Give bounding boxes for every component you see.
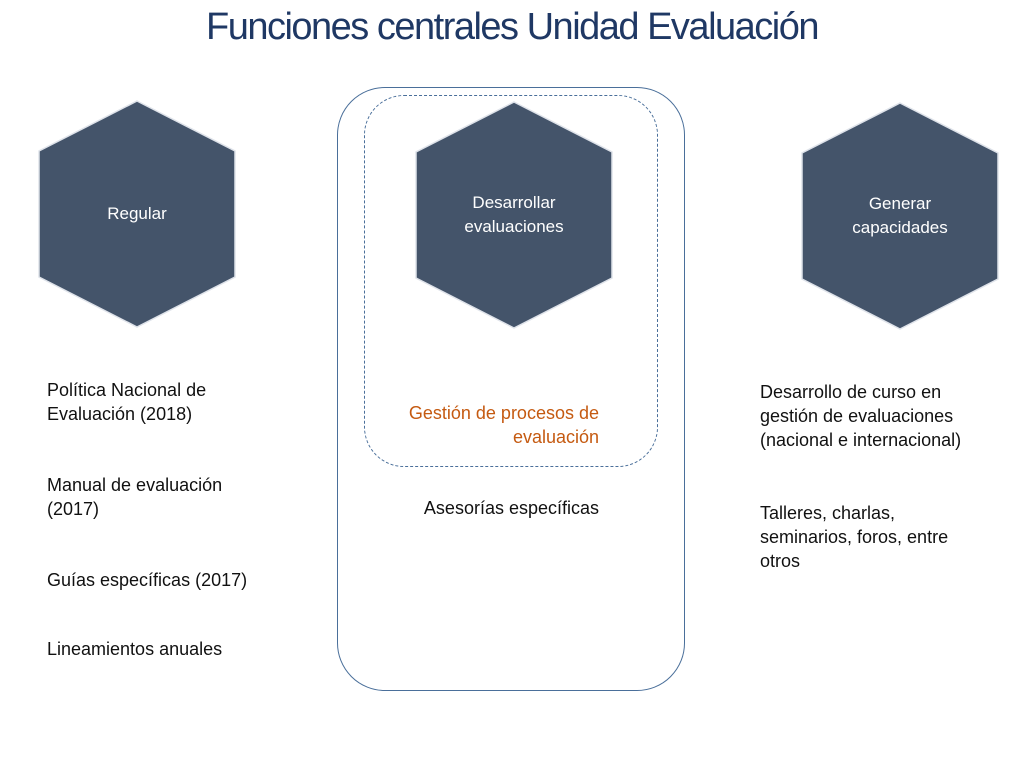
hexagon-label-desarrollar: Desarrollar evaluaciones xyxy=(464,193,564,236)
left-item-politica: Política Nacional de Evaluación (2018) xyxy=(47,380,207,424)
left-item-manual: Manual de evaluación (2017) xyxy=(47,475,223,519)
left-item-lineamientos: Lineamientos anuales xyxy=(47,639,223,659)
hexagon-label-generar: Generar capacidades xyxy=(852,194,948,237)
hexagon-regular: Regular xyxy=(37,99,237,329)
hexagon-label-regular: Regular xyxy=(107,204,167,223)
page-title: Funciones centrales Unidad Evaluación xyxy=(205,6,820,48)
right-item-talleres: Talleres, charlas, seminarios, foros, en… xyxy=(760,503,949,571)
hexagon-generar-capacidades: Generar capacidades xyxy=(800,101,1000,331)
inner-dashed-group-box xyxy=(364,95,658,467)
outer-group-box xyxy=(337,87,685,691)
hexagon-shape xyxy=(38,100,236,328)
hexagon-shape xyxy=(801,102,999,330)
right-item-curso: Desarrollo de curso en gestión de evalua… xyxy=(760,382,962,450)
center-item-asesorias: Asesorías específicas xyxy=(423,498,599,518)
center-item-gestion: Gestión de procesos de evaluación xyxy=(408,403,599,447)
hexagon-shape xyxy=(415,101,613,329)
left-item-guias: Guías específicas (2017) xyxy=(47,570,248,590)
hexagon-desarrollar-evaluaciones: Desarrollar evaluaciones xyxy=(414,100,614,330)
